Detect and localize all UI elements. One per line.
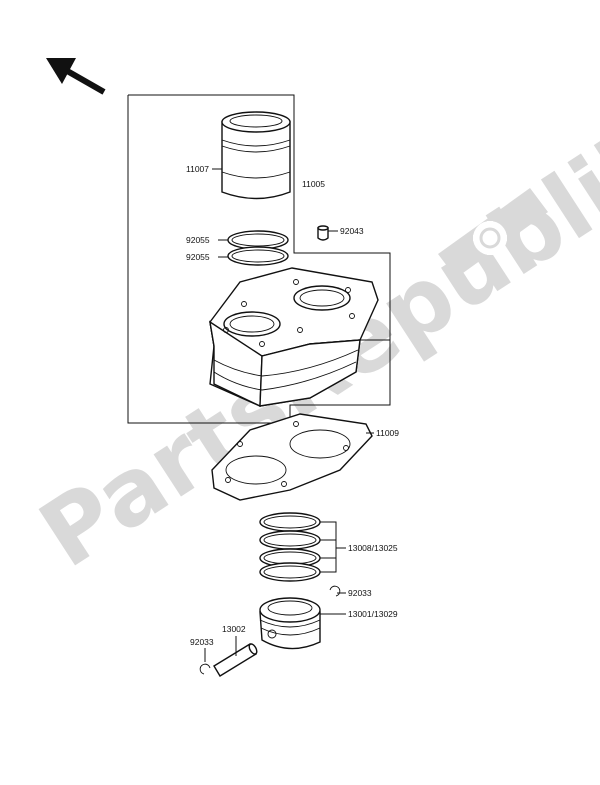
label-circlip-upper: 92033 <box>348 588 372 598</box>
piston <box>259 597 346 650</box>
label-piston: 13001/13029 <box>348 609 398 619</box>
assembly-bracket <box>127 94 391 424</box>
circlip-upper <box>329 585 346 597</box>
piston-pin <box>213 636 258 677</box>
arrow-up-left-icon <box>46 58 106 95</box>
label-ring-upper: 92055 <box>186 235 210 245</box>
label-circlip-lower: 92033 <box>190 637 214 647</box>
label-gasket: 11009 <box>376 428 399 438</box>
dowel-pin <box>317 225 338 241</box>
gear-icon <box>438 188 548 278</box>
piston-ring-stack <box>259 512 346 582</box>
cylinder-block <box>209 267 390 408</box>
label-piston-rings: 13008/13025 <box>348 543 398 553</box>
label-dowel: 92043 <box>340 226 364 236</box>
label-cylinder-block: 11005 <box>302 179 325 189</box>
ring-set-upper <box>218 230 289 266</box>
circlip-lower <box>199 648 211 675</box>
part-labels: 11007 11005 92055 92055 92043 11009 1300… <box>186 164 399 647</box>
head-gasket <box>211 413 374 501</box>
label-cylinder-liner: 11007 <box>186 164 209 174</box>
label-pin: 13002 <box>222 624 246 634</box>
cylinder-liner <box>212 111 291 200</box>
label-ring-lower: 92055 <box>186 252 210 262</box>
